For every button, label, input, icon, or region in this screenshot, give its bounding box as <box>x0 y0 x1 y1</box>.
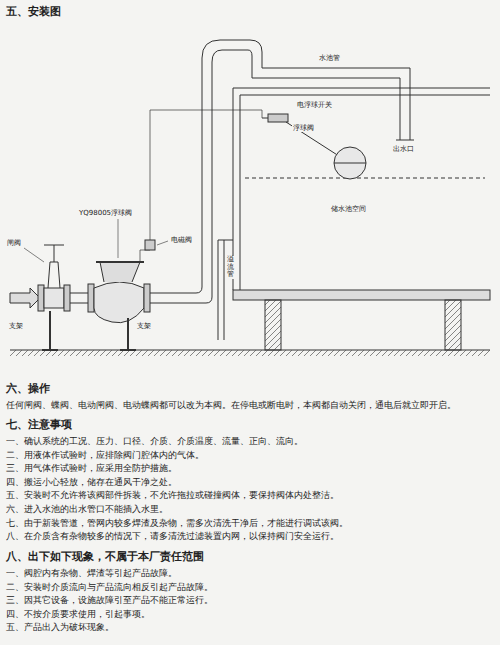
main-valve-body <box>94 282 144 323</box>
part-label: 支架 <box>8 322 24 330</box>
gate-valve-flange <box>64 285 70 311</box>
section-title: 五、安装图 <box>6 5 61 18</box>
valve-flange <box>88 284 94 312</box>
part-label: 电浮球开关 <box>296 101 333 109</box>
part-label: YQ98005浮球阀 <box>78 209 133 217</box>
tank-slab <box>233 290 490 300</box>
note-text: 一、确认系统的工况、压力、口径、介质、介质温度、流量、正向、流向。 <box>6 436 303 447</box>
float-ball <box>334 147 366 179</box>
note-text: 四、搬运小心轻放，储存在通风干净之处。 <box>6 477 177 488</box>
part-label: 溢流管 <box>226 256 235 279</box>
part-label: 闸阀 <box>6 239 22 247</box>
part-label: 浮球阀 <box>292 124 315 132</box>
outlet-mouth <box>396 140 414 141</box>
tank-pillar <box>445 300 461 350</box>
float-ball-seam <box>334 163 366 164</box>
valve-flange <box>144 284 150 312</box>
section-heading: 七、注意事项 <box>6 418 72 431</box>
float-switch <box>268 114 288 122</box>
note-text: 二、安装时介质流向与产品流向相反引起产品故障。 <box>6 582 213 593</box>
water-level <box>245 178 485 179</box>
tank-pillar <box>265 300 281 350</box>
note-text: 二、用液体作试验时，应排除阀门腔体内的气体。 <box>6 450 204 461</box>
pipe <box>70 293 88 303</box>
note-text: 四、不按介质要求使用，引起事项。 <box>6 609 150 620</box>
gate-valve-body <box>44 288 64 308</box>
note-text: 三、因其它设备，设施故障引至产品不能正常运行。 <box>6 595 213 606</box>
float-lever <box>262 118 342 158</box>
section-heading: 八、出下如下现象，不属于本厂责任范围 <box>6 550 204 563</box>
leader-line <box>24 219 168 262</box>
solenoid-valve <box>145 240 155 250</box>
gate-valve-stem <box>44 245 64 288</box>
note-text: 五、安装时不允许将该阀部件拆装，不允许拖拉或碰撞阀体，要保持阀体内处整洁。 <box>6 490 339 501</box>
inlet-arrow <box>10 288 40 308</box>
bonnet-cover <box>96 261 144 263</box>
note-text: 三、用气体作试验时，应采用全防护措施。 <box>6 463 177 474</box>
section-heading: 六、操作 <box>6 382 50 395</box>
part-label: 支架 <box>136 322 152 330</box>
part-label: 电磁阀 <box>170 236 193 244</box>
gate-valve-flange <box>38 285 44 311</box>
part-label: 水池管 <box>318 54 341 62</box>
supply-pipe <box>150 40 410 303</box>
overflow-pipe <box>218 240 233 340</box>
note-text: 七、由于新装管道，管网内较多焊渣及杂物，需多次清洗干净后，才能进行调试该阀。 <box>6 518 348 529</box>
part-label: 出水口 <box>392 145 415 153</box>
main-valve-bonnet <box>100 262 140 282</box>
note-text: 六、进入水池的出水管口不能插入水里。 <box>6 504 168 515</box>
ground-hatch <box>10 350 490 356</box>
note-text: 一、阀腔内有杂物、焊渣等引起产品故障。 <box>6 568 177 579</box>
note-text: 任何闸阀、蝶阀、电动闸阀、电动蝶阀都可以改为本阀。在停电或断电时，本阀都自动关闭… <box>6 400 456 410</box>
control-line <box>140 110 262 262</box>
part-label: 储水池空间 <box>330 205 367 213</box>
tank-wall <box>233 88 490 290</box>
note-text: 五、产品出入为破坏现象。 <box>6 622 114 633</box>
note-text: 八、在介质含有杂物较多的情况下，请多清洗过滤装置内网，以保持阀门安全运行。 <box>6 531 339 542</box>
support-bracket <box>42 311 136 350</box>
